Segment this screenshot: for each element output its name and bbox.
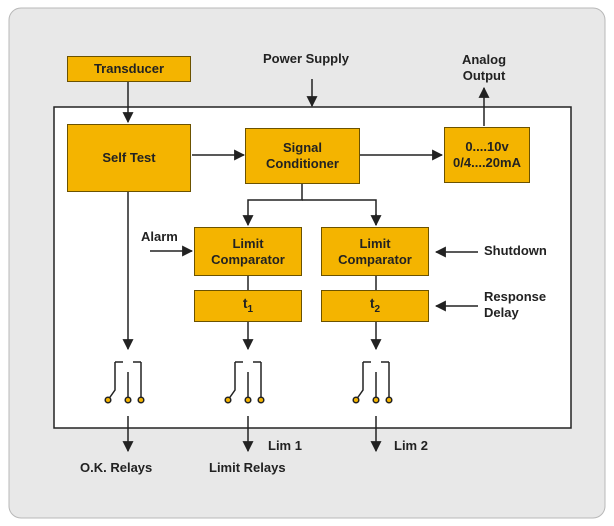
- analog-output-range-block: 0....10v 0/4....20mA: [444, 127, 530, 183]
- alarm-label: Alarm: [141, 229, 178, 244]
- limit-relay-2-block: [320, 350, 431, 416]
- delay-1-label: t1: [242, 294, 254, 315]
- transducer-block: Transducer: [67, 56, 191, 82]
- analog-output-label: Analog Output: [461, 52, 507, 83]
- shutdown-label: Shutdown: [484, 243, 547, 258]
- limit-comparator-2-label: Limit Comparator: [338, 235, 412, 267]
- connector-conditioner-split-right: [302, 199, 377, 225]
- ok-relay-block: [72, 350, 186, 416]
- lim-2-label: Lim 2: [394, 438, 428, 453]
- outer-frame: [8, 7, 606, 519]
- self-test-label: Self Test: [102, 150, 156, 165]
- power-supply-label: Power Supply: [263, 51, 349, 66]
- limit-comparator-2-block: Limit Comparator: [321, 227, 429, 276]
- signal-conditioner-label: Signal Conditioner: [266, 140, 339, 171]
- connector-conditioner-split: [242, 184, 303, 227]
- limit-comparator-1-label: Limit Comparator: [211, 235, 285, 267]
- signal-conditioner-block: Signal Conditioner: [245, 128, 360, 184]
- limit-comparator-1-block: Limit Comparator: [194, 227, 302, 276]
- response-delay-label: Response Delay: [484, 289, 547, 320]
- analog-range-current: 0/4....20mA: [453, 155, 521, 170]
- self-test-block: Self Test: [67, 124, 191, 192]
- delay-1-block: t1: [194, 290, 302, 322]
- lim-1-label: Lim 1: [268, 438, 302, 453]
- analog-range-voltage: 0....10v: [465, 139, 509, 154]
- ok-relays-label: O.K. Relays: [80, 460, 153, 475]
- limit-relays-label: Limit Relays: [209, 460, 286, 475]
- delay-2-block: t2: [321, 290, 429, 322]
- limit-relay-1-block: [193, 350, 304, 416]
- delay-2-label: t2: [369, 294, 381, 315]
- transducer-label: Transducer: [93, 61, 165, 76]
